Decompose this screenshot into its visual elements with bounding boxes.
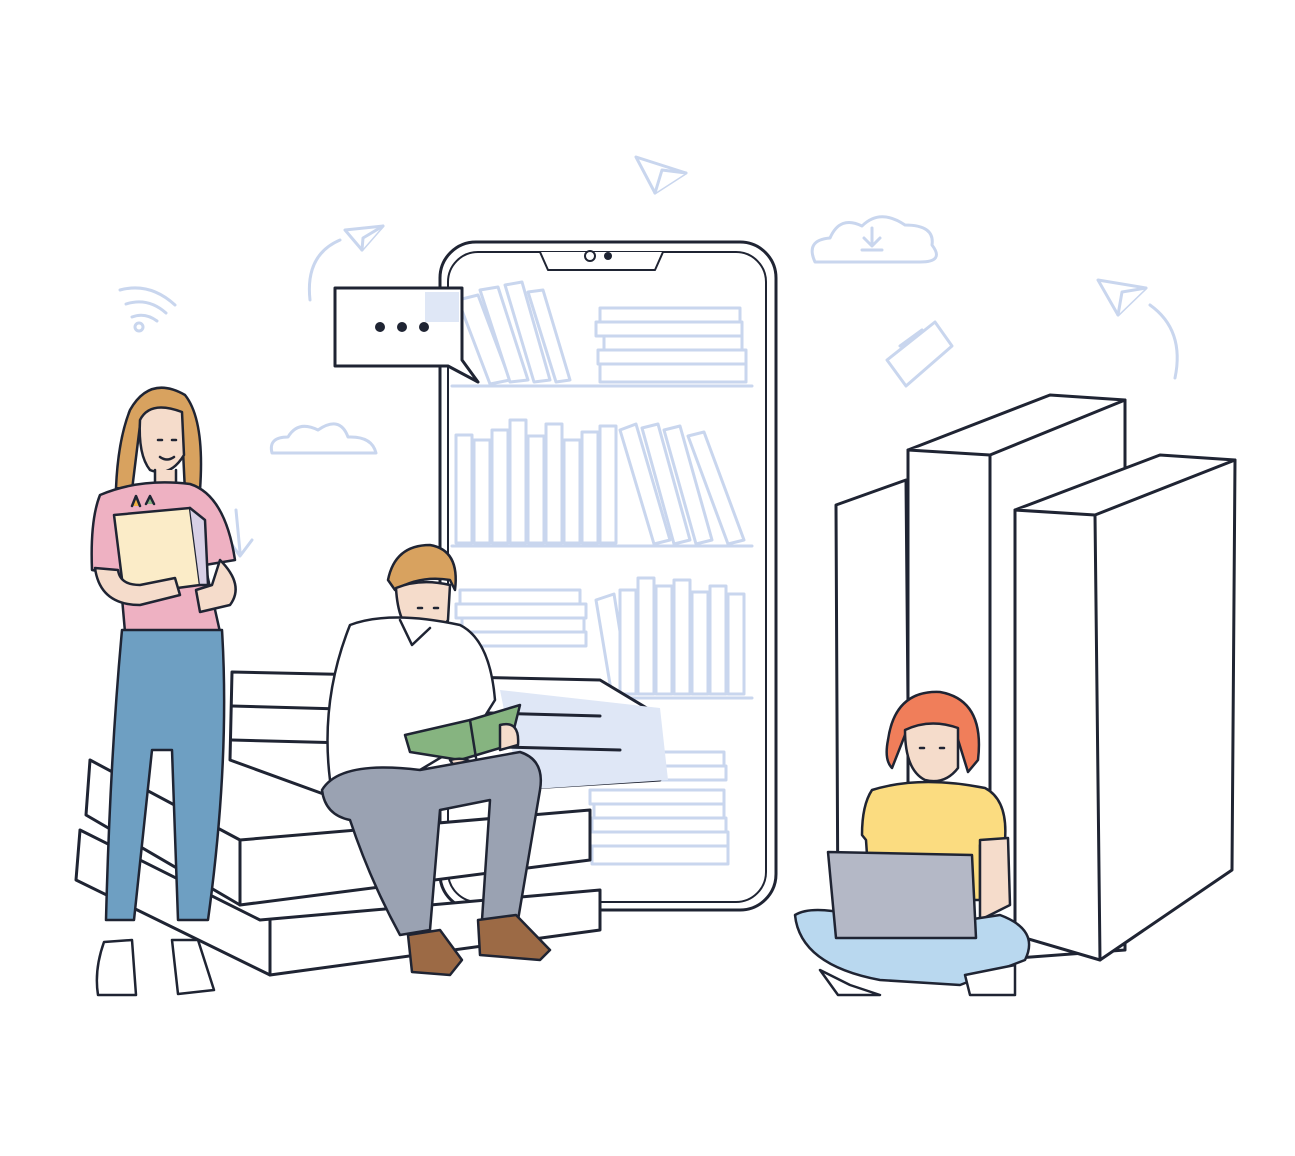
chat-bubble-icon: [333, 286, 480, 384]
dashed-arrow-curve: [307, 238, 342, 302]
wifi-icon: [118, 286, 177, 333]
bookshelf: [450, 280, 754, 866]
paper-plane-icon: [343, 224, 385, 252]
dashed-arrow-curve: [1148, 303, 1179, 380]
cloud-icon: [269, 422, 378, 455]
cloud-download-icon: [810, 215, 938, 264]
paper-plane-icon: [1096, 278, 1148, 317]
man-sitting-reading: [320, 543, 552, 977]
folder-icon: [885, 320, 954, 388]
woman-sitting-with-laptop: [793, 690, 1031, 997]
paper-plane-icon: [634, 155, 688, 195]
woman-standing-with-folder: [90, 386, 237, 997]
